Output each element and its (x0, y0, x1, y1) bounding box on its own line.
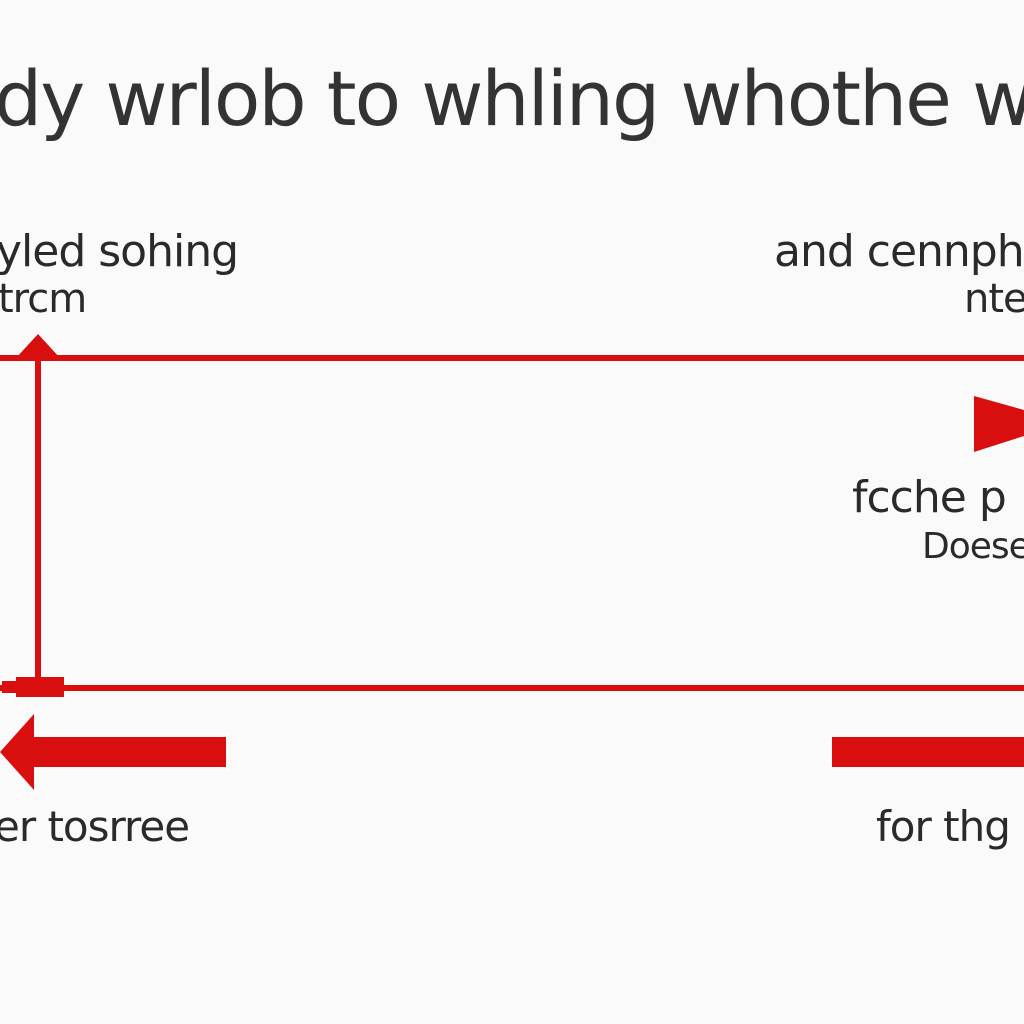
right-arrowhead-icon (974, 396, 1024, 452)
mid-right-label-line1: fcche p (852, 472, 1007, 523)
bottom-left-label: er tosrree (0, 802, 190, 851)
bottom-right-label: for thg (876, 802, 1011, 851)
top-right-label-line1: and cennphl (774, 226, 1024, 277)
diagram-title: dy wrlob to whling whothe wlft (0, 54, 1024, 143)
up-arrowhead-icon (16, 334, 60, 358)
top-right-label-line2: nte (964, 276, 1024, 322)
junction-marker (16, 677, 64, 697)
mid-right-label-line2: Doese (922, 526, 1024, 567)
junction-marker-stub (2, 681, 18, 693)
left-arrow-shaft (26, 737, 226, 767)
left-arrowhead-icon (0, 714, 34, 790)
top-left-label-line1: yled sohing (0, 226, 239, 277)
right-arrow-shaft (832, 737, 1024, 767)
top-left-label-line2: trcm (0, 276, 87, 322)
